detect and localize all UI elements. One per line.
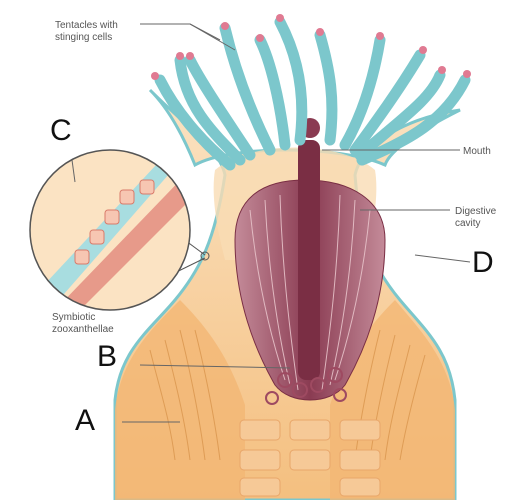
letter-a: A [75,404,95,437]
magnified-inset [30,150,209,310]
mouth-label: Mouth [463,146,491,157]
symbiotic-label-line1: Symbiotic [52,312,95,323]
digestive-label-line2: cavity [455,218,481,229]
tentacles-label-line2: stinging cells [55,32,112,43]
symbiotic-label-line2: zooxanthellae [52,324,114,335]
letter-d: D [472,246,494,279]
tentacles-label-line1: Tentacles with [55,20,118,31]
letter-c: C [50,114,72,147]
pharynx [298,140,320,380]
letter-b: B [97,340,117,373]
digestive-label-line1: Digestive [455,206,497,217]
